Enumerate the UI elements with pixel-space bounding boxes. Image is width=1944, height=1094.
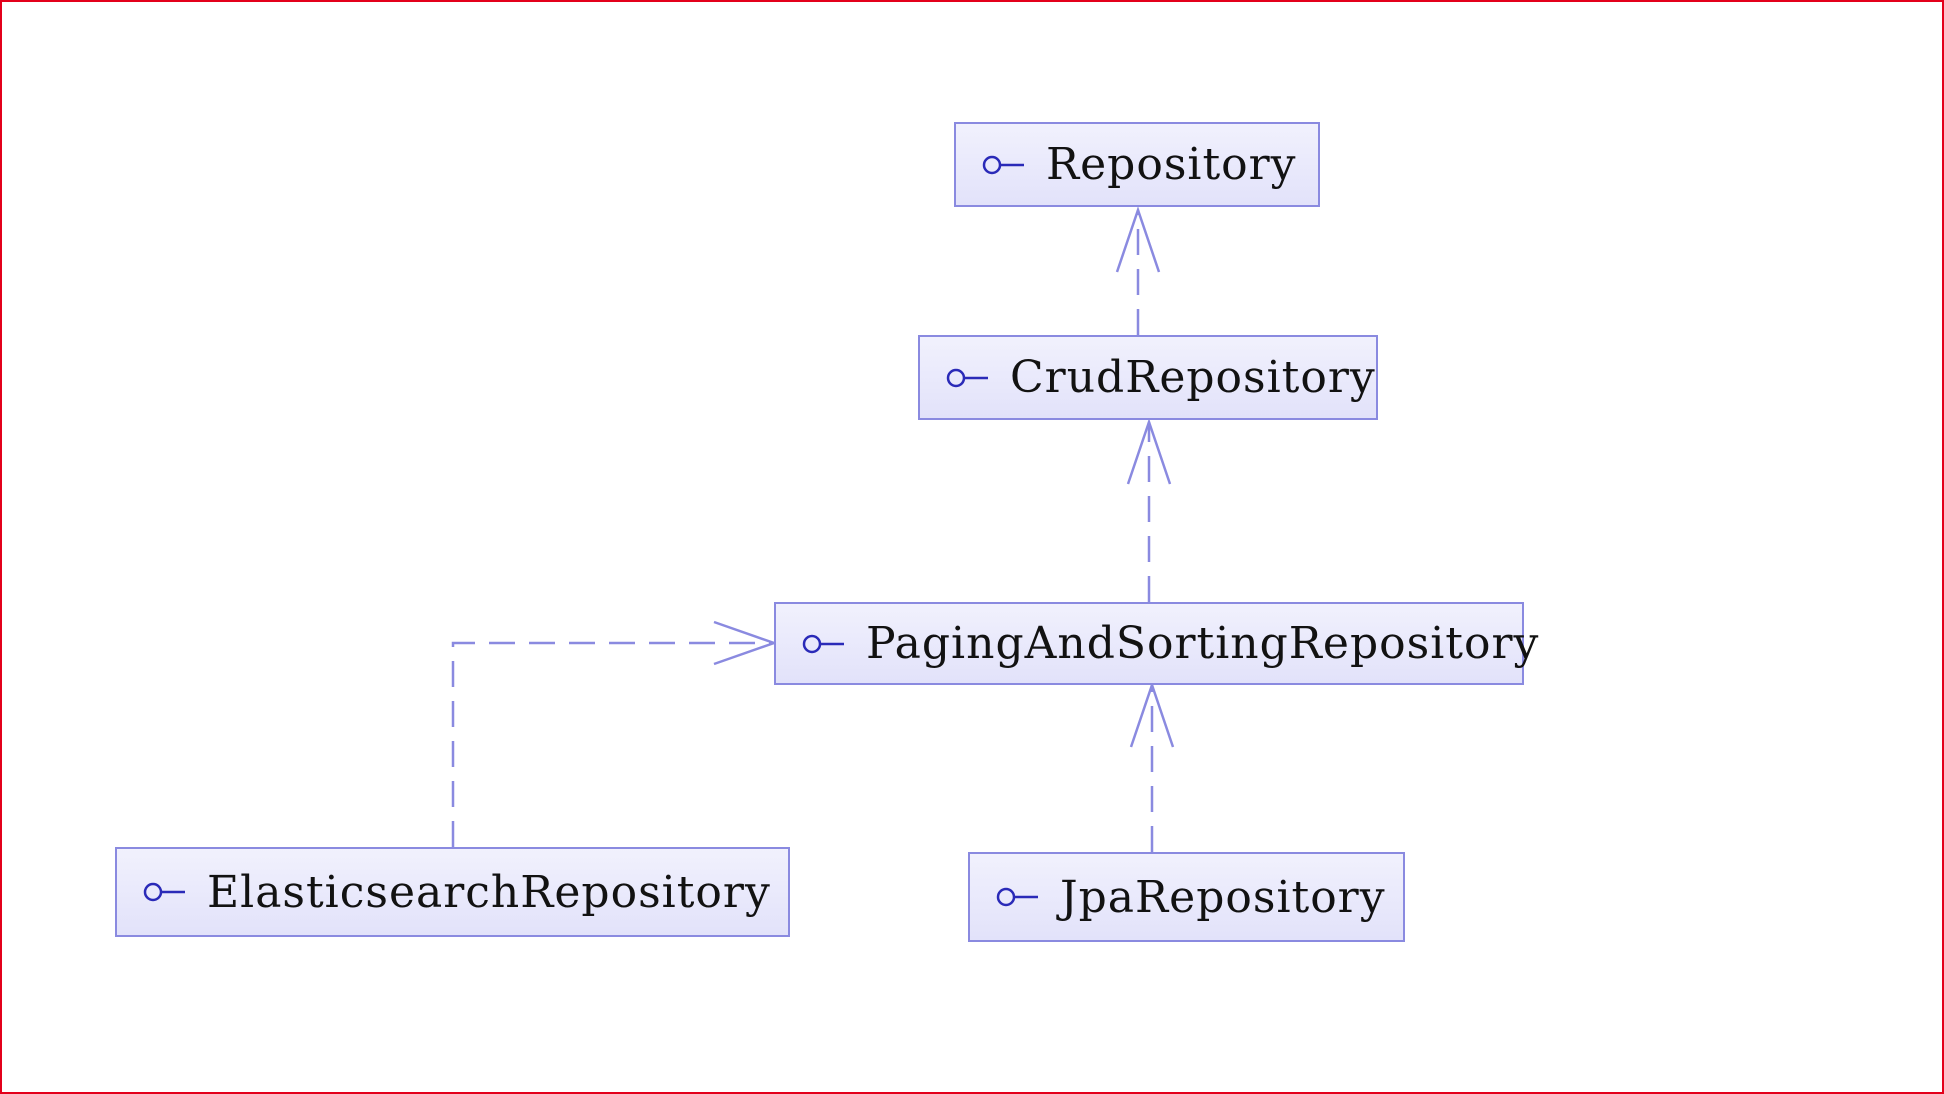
node-jpa-repository: JpaRepository <box>968 852 1405 942</box>
edge-jpa-to-paging <box>1129 681 1175 852</box>
interface-lollipop-icon <box>982 155 1024 174</box>
node-elasticsearch-repository: ElasticsearchRepository <box>115 847 790 937</box>
node-label-paging-and-sorting-repository: PagingAndSortingRepository <box>866 618 1540 669</box>
node-label-repository: Repository <box>1046 139 1297 190</box>
edge-paging-to-crud <box>1126 418 1172 602</box>
node-label-elasticsearch-repository: ElasticsearchRepository <box>207 866 771 918</box>
interface-lollipop-icon <box>946 368 988 387</box>
interface-lollipop-icon <box>143 882 185 902</box>
interface-lollipop-icon <box>802 634 844 653</box>
node-paging-and-sorting-repository: PagingAndSortingRepository <box>774 602 1538 685</box>
edge-elastic-to-paging <box>451 620 778 847</box>
node-repository: Repository <box>954 122 1320 207</box>
interface-lollipop-icon <box>996 887 1038 907</box>
node-label-crud-repository: CrudRepository <box>1010 352 1376 403</box>
node-crud-repository: CrudRepository <box>918 335 1378 420</box>
node-label-jpa-repository: JpaRepository <box>1060 871 1386 923</box>
edge-crud-to-repository <box>1115 206 1161 335</box>
